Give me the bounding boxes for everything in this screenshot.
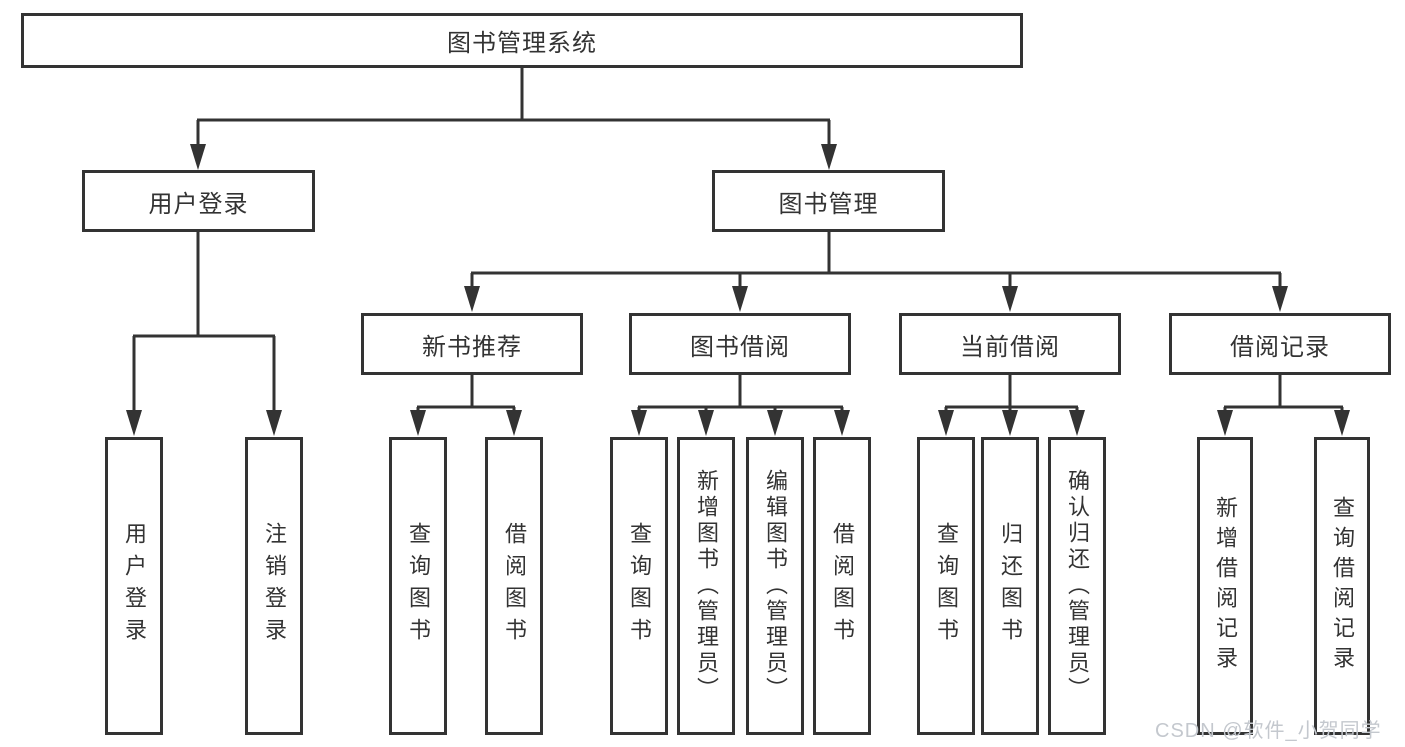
node-borrow-books-leaf-label: 借阅图书 bbox=[830, 522, 855, 650]
node-user-login-leaf: 用户登录 bbox=[105, 437, 163, 735]
node-root: 图书管理系统 bbox=[21, 13, 1023, 68]
node-book-borrow: 图书借阅 bbox=[629, 313, 851, 375]
node-user-login: 用户登录 bbox=[82, 170, 315, 232]
node-query-books-recommend-label: 查询图书 bbox=[406, 522, 431, 650]
node-logout-leaf-label: 注销登录 bbox=[262, 522, 287, 650]
node-root-label: 图书管理系统 bbox=[447, 30, 597, 57]
node-logout-leaf: 注销登录 bbox=[245, 437, 303, 735]
node-return-books: 归还图书 bbox=[981, 437, 1039, 735]
node-borrow-books-recommend-label: 借阅图书 bbox=[502, 522, 527, 650]
node-borrow-records: 借阅记录 bbox=[1169, 313, 1391, 375]
node-confirm-return-admin: 确认归还（管理员） bbox=[1048, 437, 1106, 735]
node-edit-book-admin: 编辑图书（管理员） bbox=[746, 437, 804, 735]
node-query-borrow-record-label: 查询借阅记录 bbox=[1330, 496, 1355, 676]
node-user-login-leaf-label: 用户登录 bbox=[122, 522, 147, 650]
node-add-book-admin: 新增图书（管理员） bbox=[677, 437, 735, 735]
node-borrow-books-recommend: 借阅图书 bbox=[485, 437, 543, 735]
node-current-borrow: 当前借阅 bbox=[899, 313, 1121, 375]
watermark: CSDN @软件_小贺同学 bbox=[1155, 720, 1382, 742]
node-edit-book-admin-label: 编辑图书（管理员） bbox=[763, 469, 788, 703]
node-confirm-return-admin-label: 确认归还（管理员） bbox=[1065, 469, 1090, 703]
node-new-book-recommend: 新书推荐 bbox=[361, 313, 583, 375]
node-new-book-recommend-label: 新书推荐 bbox=[422, 333, 522, 361]
node-add-borrow-record: 新增借阅记录 bbox=[1197, 437, 1253, 735]
node-add-book-admin-label: 新增图书（管理员） bbox=[694, 469, 719, 703]
node-query-books-recommend: 查询图书 bbox=[389, 437, 447, 735]
node-query-books-current: 查询图书 bbox=[917, 437, 975, 735]
node-user-login-label: 用户登录 bbox=[148, 190, 249, 218]
node-book-borrow-label: 图书借阅 bbox=[690, 333, 790, 361]
node-borrow-books-leaf: 借阅图书 bbox=[813, 437, 871, 735]
node-query-books-borrow: 查询图书 bbox=[610, 437, 668, 735]
node-add-borrow-record-label: 新增借阅记录 bbox=[1213, 496, 1238, 676]
node-borrow-records-label: 借阅记录 bbox=[1230, 333, 1330, 361]
node-query-borrow-record: 查询借阅记录 bbox=[1314, 437, 1370, 735]
node-query-books-current-label: 查询图书 bbox=[934, 522, 959, 650]
node-book-management-label: 图书管理 bbox=[778, 190, 879, 218]
node-book-management: 图书管理 bbox=[712, 170, 945, 232]
node-current-borrow-label: 当前借阅 bbox=[960, 333, 1060, 361]
node-return-books-label: 归还图书 bbox=[998, 522, 1023, 650]
node-query-books-borrow-label: 查询图书 bbox=[627, 522, 652, 650]
